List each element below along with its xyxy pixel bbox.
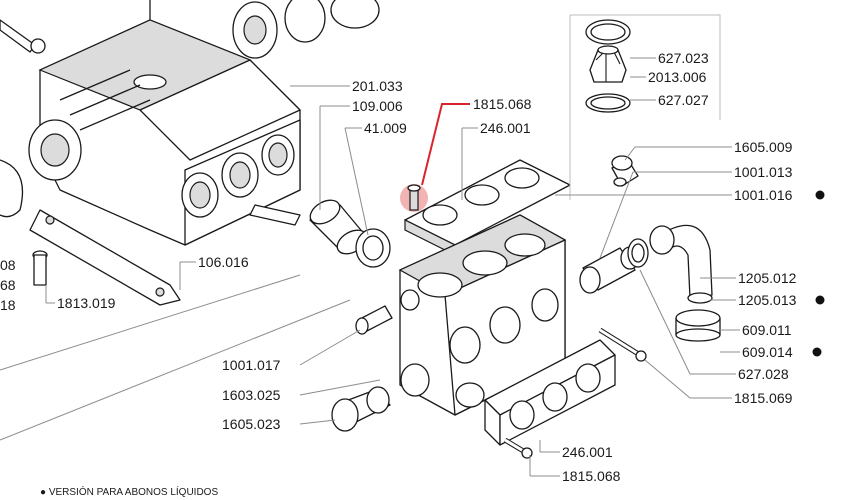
label-627-028: 627.028 [738, 366, 789, 382]
valve-plate-top [404, 159, 571, 256]
label-1205-012: 1205.012 [738, 270, 797, 286]
plug-1001-017 [355, 305, 393, 335]
bullet-1001-016 [815, 190, 825, 200]
label-1605-009: 1605.009 [734, 139, 793, 155]
manifold [398, 214, 567, 416]
label-246-001-bottom: 246.001 [562, 444, 613, 460]
label-1001-013: 1001.013 [734, 164, 793, 180]
label-left-18: 18 [0, 297, 16, 313]
oring-627-028 [627, 238, 649, 268]
label-1205-013: 1205.013 [738, 292, 797, 308]
top-left-fittings [0, 0, 380, 218]
leader-lines [0, 57, 740, 477]
label-201-033: 201.033 [352, 78, 403, 94]
label-627-027: 627.027 [658, 92, 709, 108]
label-1001-016: 1001.016 [734, 187, 793, 203]
label-609-014: 609.014 [742, 344, 793, 360]
label-left-68: 68 [0, 277, 16, 293]
bolt-1815-069 [598, 327, 647, 362]
bolt-1815-068-bottom [503, 437, 533, 459]
bullet-1205-013 [815, 295, 825, 305]
label-2013-006: 2013.006 [648, 69, 707, 85]
base-rail [29, 204, 301, 306]
label-106-016: 106.016 [198, 254, 249, 270]
oring-627-023 [585, 19, 631, 45]
crankcase [28, 0, 301, 246]
bolt-1813-019 [32, 250, 48, 286]
plug-1605-009 [611, 155, 639, 187]
valve-2013-006 [589, 45, 627, 83]
label-1605-023: 1605.023 [222, 416, 281, 432]
elbow-1205-012 [649, 224, 713, 304]
top-right-frame [569, 14, 721, 200]
label-1001-017: 1001.017 [222, 357, 281, 373]
bullet-609-014 [812, 347, 822, 357]
ring-41-009 [355, 228, 391, 268]
label-609-011: 609.011 [742, 322, 792, 338]
highlighted-bolt-1815-068 [400, 103, 470, 212]
label-109-006: 109.006 [352, 98, 403, 114]
plug-1605-023 [331, 386, 391, 432]
label-left-08: 08 [0, 257, 16, 273]
label-627-023: 627.023 [658, 50, 709, 66]
label-246-001-top: 246.001 [480, 120, 531, 136]
label-1815-069: 1815.069 [734, 390, 793, 406]
legend-note: ● VERSIÓN PARA ABONOS LÍQUIDOS [40, 485, 218, 498]
label-1603-025: 1603.025 [222, 387, 281, 403]
valve-plate-bottom [484, 339, 616, 446]
label-41-009: 41.009 [364, 120, 407, 136]
label-1813-019: 1813.019 [57, 295, 116, 311]
part-labels: 201.033 109.006 41.009 1815.068 246.001 … [0, 50, 825, 498]
oring-627-027 [585, 93, 631, 113]
label-1815-068-bottom: 1815.068 [562, 468, 621, 484]
nut-609-011 [675, 309, 721, 342]
label-1815-068-top: 1815.068 [473, 96, 532, 112]
